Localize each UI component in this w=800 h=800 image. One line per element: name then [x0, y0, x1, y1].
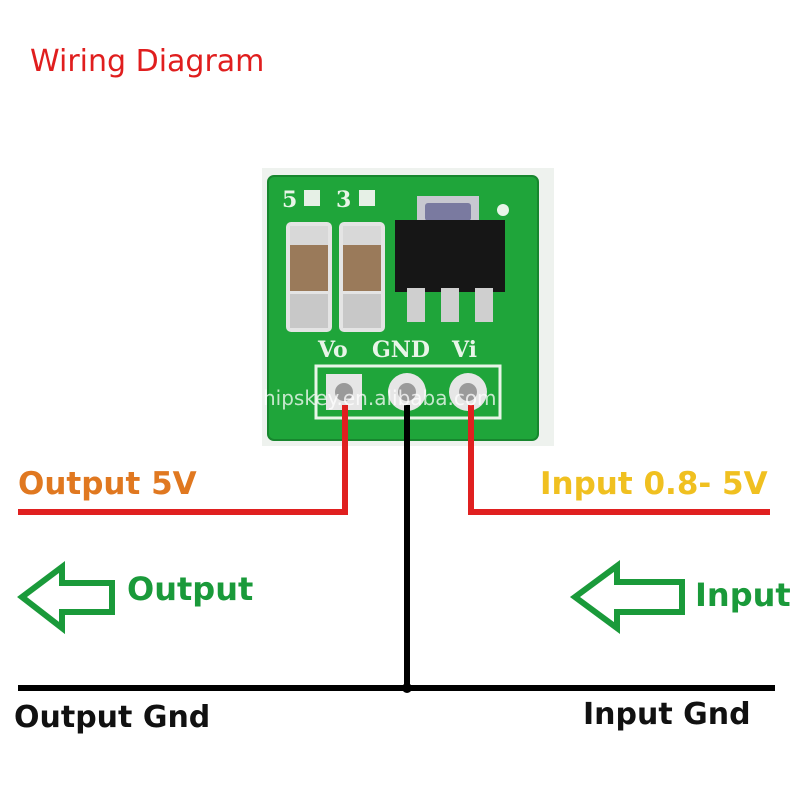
watermark: chipskey.en.alibaba.com — [252, 386, 497, 410]
pin-label-vo: Vo — [317, 337, 348, 363]
input-positive-wire — [468, 405, 770, 515]
silk-pad — [359, 190, 375, 206]
silk-label-3: 3 — [336, 187, 351, 213]
output-arrow-label: Output — [127, 570, 254, 608]
arrow-left-icon — [569, 560, 685, 634]
output-positive-wire — [18, 405, 348, 515]
inductor-left — [286, 222, 332, 332]
input-gnd-label: Input Gnd — [583, 697, 751, 732]
inductor-right — [339, 222, 385, 332]
pin-label-vi: Vi — [451, 337, 477, 363]
input-voltage-label: Input 0.8- 5V — [540, 466, 768, 502]
input-arrow-label: Input — [695, 576, 791, 614]
silk-label-5: 5 — [282, 187, 297, 213]
diagram-title: Wiring Diagram — [30, 44, 265, 79]
output-gnd-label: Output Gnd — [14, 700, 211, 735]
output-voltage-label: Output 5V — [18, 466, 197, 502]
regulator-chip — [395, 196, 509, 322]
pin-vo — [326, 374, 362, 410]
ground-junction — [402, 683, 412, 693]
pin-gnd — [388, 373, 426, 411]
pin-label-gnd: GND — [372, 337, 430, 363]
silk-pad — [304, 190, 320, 206]
pin-vi — [449, 373, 487, 411]
pcb-board: 5 3 Vo GND Vi — [262, 168, 554, 446]
arrow-left-icon — [17, 561, 115, 635]
